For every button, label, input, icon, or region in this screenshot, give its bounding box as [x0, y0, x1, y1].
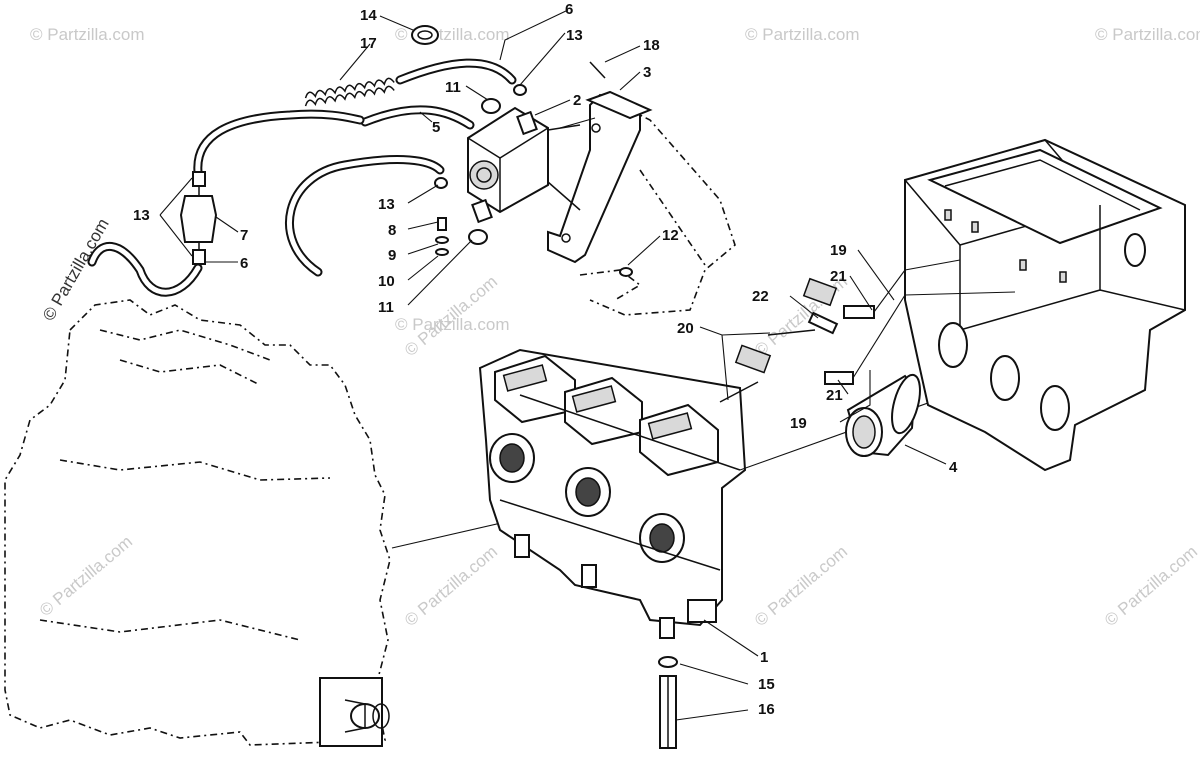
- callout-21-bottom: 21: [826, 387, 843, 404]
- callout-21-top: 21: [830, 268, 847, 285]
- callout-3: 3: [643, 64, 651, 81]
- engine-block: [4, 299, 391, 747]
- callout-13-left: 13: [133, 207, 150, 224]
- watermark: © Partzilla.com: [36, 532, 136, 620]
- watermark: © Partzilla.com: [751, 272, 851, 360]
- callout-9: 9: [388, 247, 396, 264]
- watermark: © Partzilla.com: [401, 542, 501, 630]
- callout-13-mid: 13: [378, 196, 395, 213]
- callout-5: 5: [432, 119, 440, 136]
- callout-7: 7: [240, 227, 248, 244]
- callout-12: 12: [662, 227, 679, 244]
- fuel-pump: [467, 106, 596, 224]
- callout-6-top: 6: [565, 1, 573, 18]
- callout-17: 17: [360, 35, 377, 52]
- carburetor-assembly: [478, 348, 747, 639]
- watermark-vertical: © Partzilla.com: [39, 215, 113, 324]
- watermark: © Partzilla.com: [395, 315, 510, 334]
- watermark: © Partzilla.com: [751, 542, 851, 630]
- spring-coil: [304, 77, 395, 107]
- callout-20: 20: [677, 320, 694, 337]
- fuel-hoses: [87, 58, 517, 297]
- callout-22: 22: [752, 288, 769, 305]
- drain-tube: [659, 675, 677, 749]
- callout-19-bottom: 19: [790, 415, 807, 432]
- callout-15: 15: [758, 676, 775, 693]
- callout-4: 4: [949, 459, 958, 476]
- callout-11-bottom: 11: [378, 299, 394, 316]
- hose-clamp: [411, 25, 439, 45]
- fuel-pump-bracket: [547, 90, 736, 316]
- callout-10: 10: [378, 273, 395, 290]
- watermark: © Partzilla.com: [30, 25, 145, 44]
- callout-11-top: 11: [445, 79, 461, 96]
- watermark: © Partzilla.com: [1095, 25, 1200, 44]
- callout-18: 18: [643, 37, 660, 54]
- callout-13-top: 13: [566, 27, 583, 44]
- leader-lines: [159, 9, 947, 721]
- watermark: © Partzilla.com: [745, 25, 860, 44]
- callout-6-left: 6: [240, 255, 248, 272]
- callout-1: 1: [760, 649, 768, 666]
- callout-2: 2: [573, 92, 581, 109]
- callout-8: 8: [388, 222, 396, 239]
- callout-19-top: 19: [830, 242, 847, 259]
- watermark: © Partzilla.com: [1101, 542, 1200, 630]
- fuel-filter: [179, 171, 218, 265]
- intake-boot: [845, 373, 921, 457]
- callout-numbers: 1 2 3 4 5 6 6 7 8 9 10 11 11 12 13 13 13…: [133, 1, 958, 718]
- air-silencer: [904, 138, 1186, 472]
- callout-16: 16: [758, 701, 775, 718]
- callout-14: 14: [360, 7, 377, 24]
- temperature-sensors: [719, 259, 1016, 403]
